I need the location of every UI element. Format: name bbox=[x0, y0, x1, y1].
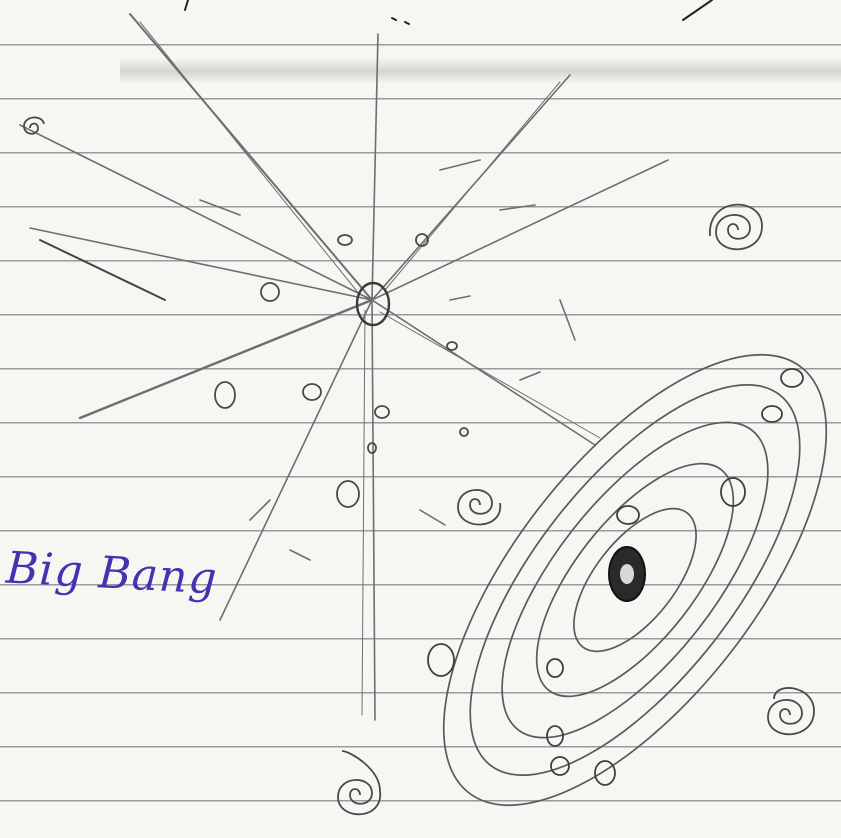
debris-circle bbox=[375, 406, 389, 418]
explosion-ray bbox=[372, 300, 595, 445]
explosion-ray bbox=[80, 300, 372, 418]
explosion-ray bbox=[220, 300, 372, 620]
debris-circle bbox=[215, 382, 235, 408]
spiral-galaxy bbox=[768, 688, 814, 734]
galaxy-star bbox=[595, 761, 615, 785]
galaxy-star bbox=[428, 644, 454, 676]
spiral-galaxy bbox=[458, 490, 500, 525]
debris-circle bbox=[338, 235, 352, 245]
debris-circle bbox=[460, 428, 468, 436]
spiral-galaxy bbox=[710, 205, 762, 250]
debris-circle bbox=[337, 481, 359, 507]
galaxy-star bbox=[617, 506, 639, 524]
explosion-ray bbox=[372, 34, 378, 300]
explosion-ray bbox=[372, 300, 375, 720]
galaxy-ring bbox=[374, 293, 841, 838]
spiral-galaxy bbox=[338, 751, 380, 814]
explosion-ray bbox=[372, 160, 668, 300]
galaxy-star bbox=[547, 659, 563, 677]
galaxy-star bbox=[762, 406, 782, 422]
debris-circle bbox=[447, 342, 457, 350]
explosion-ray bbox=[20, 125, 372, 300]
debris-circle bbox=[368, 443, 376, 453]
debris-circle bbox=[303, 384, 321, 400]
debris-circle bbox=[261, 283, 279, 301]
galaxy-star bbox=[781, 369, 803, 387]
